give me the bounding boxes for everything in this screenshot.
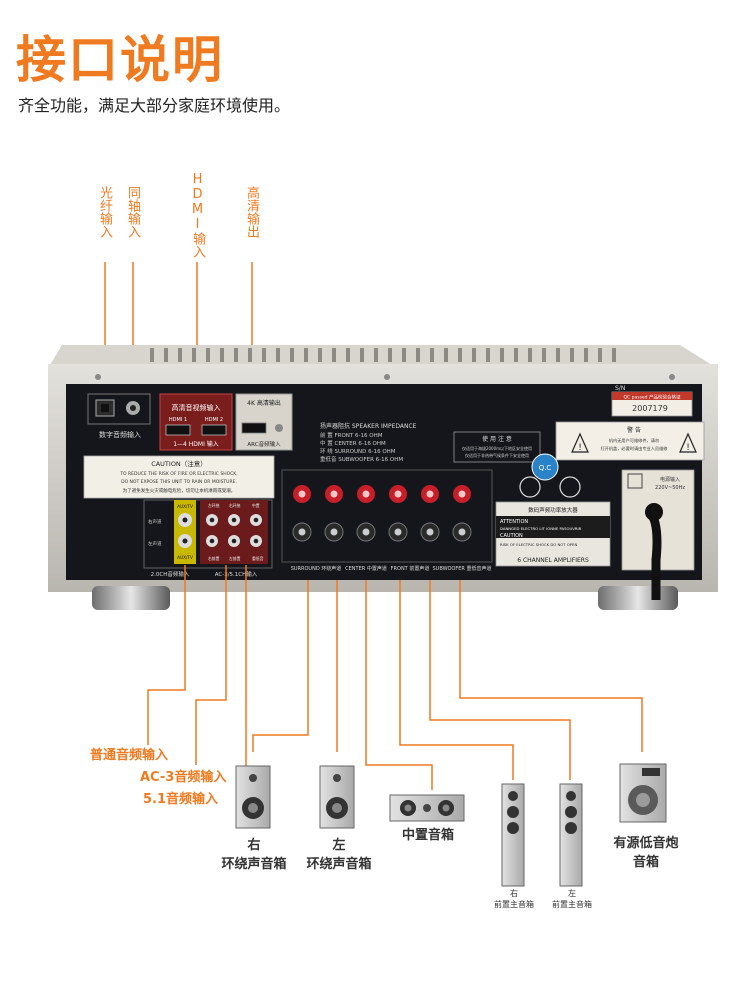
speaker-side-label: 左 (300, 836, 378, 855)
left-surround-speaker-icon (320, 766, 354, 828)
impedance-line: 环 绕 SURROUND 6-16 OHM (320, 447, 396, 455)
hdmi2-text: HDMI 2 (205, 417, 223, 423)
usage-note-line: 仅适用于海拔2000m以下地区安全使用 (462, 445, 532, 451)
impedance-line: 中 置 CENTER 6-16 OHM (320, 439, 386, 447)
aux-tv-label: AUX/TV (177, 555, 193, 560)
right-surround-speaker-label: 右 环绕声音箱 (218, 836, 290, 874)
center-group-label: CENTER 中置声道 (345, 565, 387, 572)
center-speaker-label: 中置音箱 (390, 826, 466, 845)
digital-audio-input-text: 数字音频输入 (99, 430, 141, 439)
attention-line: RISK OF ELECTRIC SHOCK DO NOT OPEN (500, 542, 577, 547)
speaker-type-label: 前置主音箱 (544, 899, 600, 910)
power-in-text: 电源输入 (660, 476, 680, 483)
qc-badge-text: Q.C (539, 464, 552, 472)
usage-note-line: 仅适用于非热带气候条件下安全使用 (465, 452, 529, 458)
hd-out-box-text: 4K 高清输出 (247, 399, 281, 407)
ac3-input-label: AC-3/5.1CH输入 (215, 570, 258, 578)
power-plug-icon (645, 503, 663, 521)
warning-title: 警 告 (627, 426, 641, 434)
hdmi-out-port-icon (242, 423, 266, 433)
ac3-jack-block (200, 500, 268, 564)
front-right-speaker-icon (502, 784, 524, 886)
ac3-label: 左环绕 (208, 503, 220, 508)
left-foot (92, 586, 170, 610)
speaker-side-label: 左 (544, 888, 600, 899)
impedance-line: 重低音 SUBWOOFER 6-16 OHM (320, 455, 403, 463)
caution-line: 为了避免发生火灾或触电危险，切勿让本机淋雨或受潮。 (123, 487, 236, 494)
svg-text:!: ! (578, 443, 582, 453)
serial-number: 2007179 (632, 404, 668, 413)
speaker-type-label: 前置主音箱 (486, 899, 542, 910)
center-speaker-icon (390, 795, 464, 821)
chassis-top (50, 345, 712, 365)
2ch-input-label: 2.0CH音频输入 (151, 570, 190, 578)
normal-audio-input-label: 普通音频输入 (90, 744, 168, 763)
qc-label: QC passed 产品检验合格证 (624, 394, 681, 401)
right-channel-label: 右声道 (148, 518, 162, 525)
attention-title: 数码声频功率放大器 (528, 506, 578, 514)
speaker-side-label: 右 (218, 836, 290, 855)
subwoofer-group-label: SUBWOOFER 重低音声道 (433, 565, 492, 572)
ac3-audio-input-label: AC-3音频输入 (140, 766, 226, 785)
usage-notes-title: 使 用 注 意 (482, 435, 512, 443)
speaker-type-label: 环绕声音箱 (218, 855, 290, 874)
six-channel-label: 6 CHANNEL AMPLIFIERS (517, 557, 589, 564)
speaker-type-label: 音箱 (604, 853, 688, 872)
hd-audio-input-text: 高清音视频输入 (172, 403, 221, 412)
wiring-lines (148, 565, 642, 790)
ac3-label: 右环绕 (229, 503, 241, 508)
audio-51-input-label: 5.1音频输入 (143, 788, 218, 807)
caution-title: CAUTION（注意） (151, 459, 207, 468)
power-spec-text: 220V~50Hz (655, 485, 685, 491)
attention-line: DANNGED ELECTRO LIT IONNE PASOUVRIR (500, 526, 582, 531)
ac3-label: 左前置 (229, 556, 241, 561)
front-group-label: FRONT 前置声道 (391, 565, 430, 572)
arc-in-text: ARC音频输入 (247, 440, 281, 448)
hdmi1-text: HDMI 1 (169, 417, 187, 423)
ac3-label: 重低音 (252, 556, 264, 561)
ac3-label: 中置 (252, 503, 260, 508)
surround-group-label: SURROUND 环绕声道 (291, 565, 342, 572)
speaker-side-label: 右 (486, 888, 542, 899)
aux-tv-label: AUX/TV (177, 504, 193, 509)
warning-line: 打开机盖，必要时请由专业人员维修 (600, 445, 668, 452)
attention-line: ATTENTION (500, 519, 528, 525)
speaker-type-label: 环绕声音箱 (300, 855, 378, 874)
caution-line: TO REDUCE THE RISK OF FIRE OR ELECTRIC S… (119, 471, 237, 477)
right-surround-speaker-icon (236, 766, 270, 828)
front-left-speaker-icon (560, 784, 582, 886)
speaker-impedance-title: 扬声器阻抗 SPEAKER IMPEDANCE (320, 422, 417, 430)
speaker-type-label: 有源低音炮 (604, 834, 688, 853)
warning-line: 机内无用户可维修件，请勿 (609, 437, 659, 444)
front-right-speaker-label: 右 前置主音箱 (486, 888, 542, 910)
caution-line: DO NOT EXPOSE THIS UNIT TO RAIN OR MOIST… (121, 479, 237, 485)
front-left-speaker-label: 左 前置主音箱 (544, 888, 600, 910)
ac3-label: 右前置 (208, 556, 220, 561)
hdmi-in-text: 1—4 HDMI 输入 (173, 440, 219, 448)
hdmi1-port-icon (166, 425, 190, 435)
hdmi2-port-icon (202, 425, 226, 435)
subwoofer-icon (620, 764, 666, 822)
left-channel-label: 左声道 (148, 540, 162, 547)
impedance-line: 前 置 FRONT 6-16 OHM (320, 431, 383, 439)
svg-text:!: ! (686, 443, 690, 453)
subwoofer-speaker-label: 有源低音炮 音箱 (604, 834, 688, 872)
attention-line: CAUTION (500, 533, 523, 539)
right-foot (598, 586, 678, 610)
left-surround-speaker-label: 左 环绕声音箱 (300, 836, 378, 874)
sn-label: S/N (615, 385, 625, 392)
